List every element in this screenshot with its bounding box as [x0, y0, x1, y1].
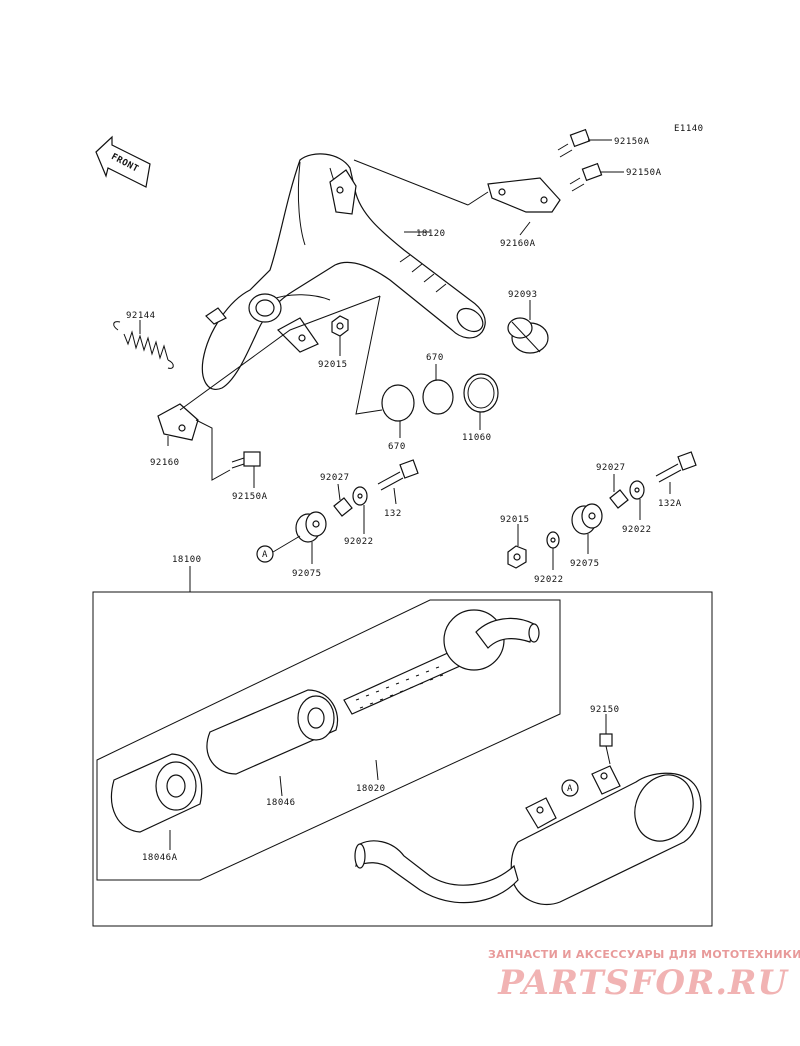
callout-92150A-upper: 92150A	[614, 137, 650, 147]
callout-670-upper: 670	[426, 353, 444, 363]
callout-18046A: 18046A	[142, 853, 178, 863]
grommet-92075-b	[571, 503, 603, 535]
front-arrow-icon: FRONT	[95, 135, 151, 188]
washer-92022-c	[546, 531, 560, 549]
bolt-92150A-upper	[557, 128, 591, 158]
expansion-chamber	[201, 153, 486, 390]
callout-18020: 18020	[356, 784, 386, 794]
spring-92144	[113, 321, 174, 369]
reference-marker-a-right	[561, 779, 579, 797]
callout-92022-right: 92022	[622, 525, 652, 535]
callout-labels: 92150A 92150A 92160A 18120 92093 92144 9…	[126, 137, 682, 863]
watermark-caption: ЗАПЧАСТИ И АКСЕССУАРЫ ДЛЯ МОТОТЕХНИКИ	[488, 948, 800, 961]
callout-132: 132	[384, 509, 402, 519]
callout-92150A-rear: 92150A	[232, 492, 268, 502]
bolt-92150A-lower	[569, 162, 603, 192]
collar-92027-a	[333, 497, 353, 517]
nut-92015-upper	[331, 315, 349, 337]
callout-18046: 18046	[266, 798, 296, 808]
bracket-92160	[157, 403, 199, 441]
callout-92144: 92144	[126, 311, 156, 321]
callout-92093: 92093	[508, 290, 538, 300]
ring-11060	[463, 373, 499, 413]
bolt-92150	[599, 733, 613, 765]
callout-11060: 11060	[462, 433, 492, 443]
callout-92075-left: 92075	[292, 569, 322, 579]
callout-92022-left: 92022	[344, 537, 374, 547]
callout-92160A: 92160A	[500, 239, 536, 249]
collar-92027-b	[609, 489, 629, 509]
collar-92093	[507, 317, 549, 354]
callout-92027-right: 92027	[596, 463, 626, 473]
subassembly-frame-18020	[96, 599, 561, 881]
callout-18100: 18100	[172, 555, 202, 565]
callout-92022-lower: 92022	[534, 575, 564, 585]
bolt-132	[377, 459, 419, 491]
washer-92022-a	[352, 486, 368, 506]
nut-92015-lower	[507, 545, 527, 569]
bracket-92160A	[487, 177, 561, 213]
callout-92075-right: 92075	[570, 559, 600, 569]
packing-18046A	[110, 753, 203, 833]
callout-18120: 18120	[416, 229, 446, 239]
grommet-92075-a	[295, 511, 327, 543]
callout-670-lower: 670	[388, 442, 406, 452]
reference-marker-a-left	[256, 545, 274, 563]
watermark-logo: PARTSFOR.RU	[498, 963, 788, 1003]
callout-132A: 132A	[658, 499, 682, 509]
callout-92015-lower: 92015	[500, 515, 530, 525]
diagram-id: E1140	[674, 124, 704, 134]
perforated-inner-pipe	[343, 609, 540, 715]
bolt-132A	[655, 451, 697, 483]
callout-92150A-lower: 92150A	[626, 168, 662, 178]
reference-a-left-label: A	[262, 550, 268, 560]
o-ring-670-a	[381, 384, 415, 422]
o-ring-670-b	[422, 379, 454, 415]
washer-92022-b	[629, 480, 645, 500]
callout-92027-left: 92027	[320, 473, 350, 483]
callout-92160: 92160	[150, 458, 180, 468]
leader-lines	[139, 139, 671, 850]
callout-92015-upper: 92015	[318, 360, 348, 370]
bolt-92150A-rear	[231, 451, 261, 469]
packing-18046	[206, 689, 339, 775]
assembly-frame-18100	[92, 591, 713, 927]
reference-a-right-label: A	[567, 784, 573, 794]
silencer-body	[354, 765, 702, 906]
callout-92150: 92150	[590, 705, 620, 715]
